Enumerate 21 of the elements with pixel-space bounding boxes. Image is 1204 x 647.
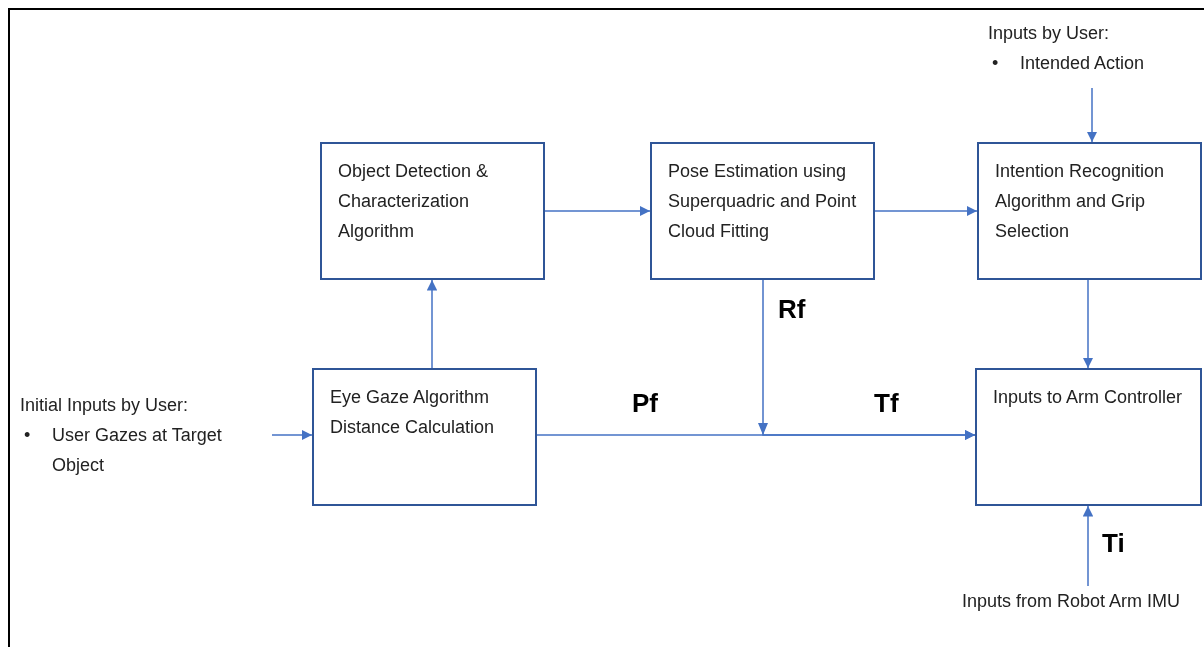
bullet: • [991,52,1000,75]
edge-label: Pf [632,390,658,416]
process-box [977,142,1202,280]
node-text: Intention Recognition Algorithm and Grip Selection [995,160,1166,243]
node-text: Object Detection & Characterization Algorithm [338,160,490,243]
node-text: Intended Action [1020,52,1145,75]
node-text: Initial Inputs by User: [20,394,190,417]
process-box [650,142,875,280]
process-box [320,142,545,280]
node-text: Inputs from Robot Arm IMU [962,590,1182,613]
process-box [975,368,1202,506]
node-text: Inputs to Arm Controller [993,386,1184,409]
bullet: • [23,424,32,447]
node-text: Inputs by User: [988,22,1111,45]
edge-label: Ti [1102,530,1125,556]
node-text: Pose Estimation using Superquadric and Point Cloud Fitting [668,160,857,243]
edge-label: Rf [778,296,806,322]
signal-label: Tf [874,390,899,416]
node-text: Eye Gaze Algorithm Distance Calculation [330,386,496,439]
node-text: User Gazes at Target Object [52,424,223,477]
process-box [312,368,537,506]
